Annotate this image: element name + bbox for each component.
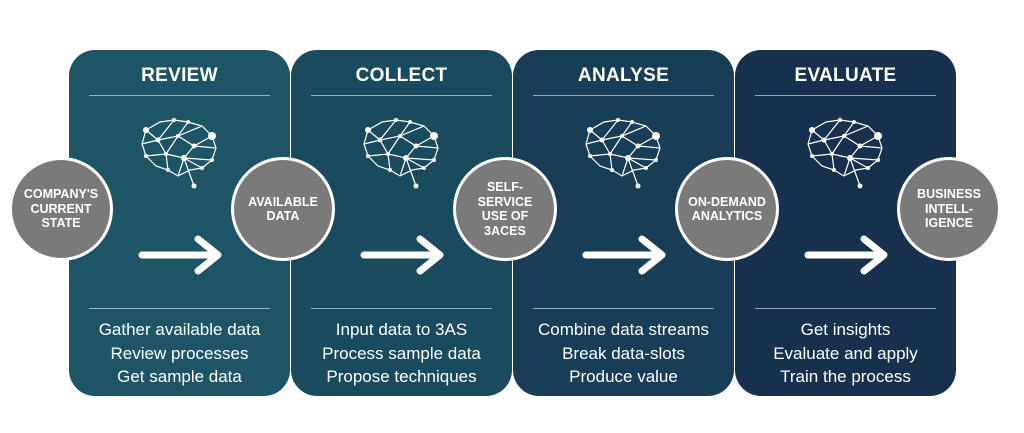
- task-item: Get sample data: [117, 367, 242, 386]
- task-list: Gather available data Review processes G…: [69, 318, 290, 389]
- task-item: Process sample data: [322, 343, 481, 363]
- right-arrow-icon: [138, 235, 221, 275]
- right-arrow-icon: [804, 235, 887, 275]
- task-item: Get insights: [800, 320, 891, 339]
- task-item: Review processes: [110, 343, 249, 363]
- node-business-intelligence: BUSINESS INTELL- IGENCE: [897, 157, 1001, 261]
- node-label: ON-DEMAND ANALYTICS: [688, 194, 766, 224]
- stage-title: ANALYSE: [577, 65, 670, 86]
- task-item: Break data-slots: [562, 343, 685, 363]
- stage-title: EVALUATE: [794, 65, 897, 86]
- task-item: Train the process: [780, 367, 911, 386]
- task-item: Propose techniques: [326, 367, 477, 386]
- divider: [755, 95, 936, 96]
- brain-network-icon: [362, 118, 439, 189]
- divider: [533, 95, 714, 96]
- node-label: SELF- SERVICE USE OF 3ACES: [477, 180, 533, 238]
- task-item: Evaluate and apply: [773, 343, 918, 363]
- divider: [311, 308, 492, 309]
- node-company-current-state: COMPANY'S CURRENT STATE: [9, 157, 113, 261]
- task-list: Combine data streams Break data-slots Pr…: [513, 318, 734, 389]
- node-label: COMPANY'S CURRENT STATE: [23, 187, 99, 231]
- divider: [89, 308, 270, 309]
- task-list: Input data to 3AS Process sample data Pr…: [291, 318, 512, 389]
- brain-network-icon: [806, 118, 883, 189]
- task-item: Input data to 3AS: [335, 320, 468, 339]
- node-self-service: SELF- SERVICE USE OF 3ACES: [453, 157, 557, 261]
- node-label: AVAILABLE DATA: [248, 194, 318, 224]
- node-on-demand-analytics: ON-DEMAND ANALYTICS: [675, 157, 779, 261]
- divider: [533, 308, 714, 309]
- task-item: Gather available data: [98, 320, 261, 339]
- brain-network-icon: [140, 118, 217, 189]
- stage-title: REVIEW: [141, 65, 218, 86]
- task-list: Get insights Evaluate and apply Train th…: [735, 318, 956, 389]
- brain-network-icon: [584, 118, 661, 189]
- divider: [311, 95, 492, 96]
- task-item: Combine data streams: [537, 320, 710, 339]
- divider: [89, 95, 270, 96]
- node-available-data: AVAILABLE DATA: [231, 157, 335, 261]
- task-item: Produce value: [569, 367, 678, 386]
- right-arrow-icon: [360, 235, 443, 275]
- stage-title: COLLECT: [355, 65, 448, 86]
- right-arrow-icon: [582, 235, 665, 275]
- node-label: BUSINESS INTELL- IGENCE: [917, 187, 981, 231]
- divider: [755, 308, 936, 309]
